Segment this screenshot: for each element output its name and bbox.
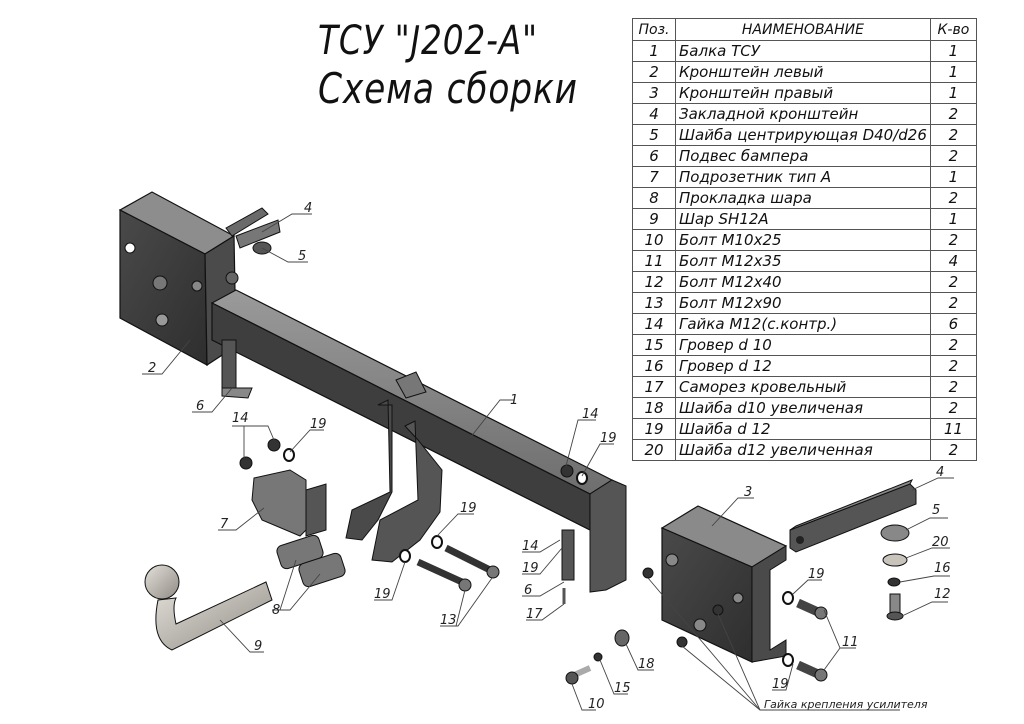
row-pos: 17 [632,376,676,398]
callout-19-plates: 19 [460,501,477,516]
callout-6-left: 6 [196,399,204,414]
callout-4-left: 4 [304,201,312,216]
header-pos: Поз. [632,18,676,41]
drawing-title: ТСУ "J202-A" [318,18,538,64]
row-name: Подвес бампера [675,145,931,167]
callout-9: 9 [254,639,262,654]
callout-17: 17 [526,607,543,622]
row-qty: 2 [929,229,977,251]
insert-bracket-part-4 [789,479,917,553]
callout-8: 8 [272,603,280,618]
hardware-parts [239,438,910,685]
callout-14-beam: 14 [582,407,599,422]
callout-labels: 1 2 3 4 4 5 5 6 6 7 8 9 10 11 12 13 14 1… [148,201,951,712]
row-name: Шайба центрирующая D40/d26 [675,124,931,146]
table-header-row: Поз. НАИМЕНОВАНИЕ К-во [632,18,977,41]
ball-spacers-part-8 [276,534,346,588]
callout-3: 3 [744,485,752,500]
row-name: Шайба d12 увеличенная [675,439,931,461]
row-qty: 6 [929,313,977,335]
row-name: Гровер d 12 [675,355,931,377]
row-name: Саморез кровельный [675,376,931,398]
callout-6-right: 6 [524,583,532,598]
insert-bracket-top [225,207,281,255]
row-name: Болт М10х25 [675,229,931,251]
callout-14-right: 14 [522,539,539,554]
callout-18: 18 [638,657,655,672]
row-pos: 10 [632,229,676,251]
drawing-subtitle: Схема сборки [318,64,578,113]
row-pos: 12 [632,271,676,293]
callout-10: 10 [588,697,605,712]
callout-12: 12 [934,587,951,602]
callout-4-right: 4 [936,465,944,480]
callout-20: 20 [932,535,949,550]
callout-1: 1 [510,393,518,408]
callout-13: 13 [440,613,457,628]
callout-19-beam: 19 [600,431,617,446]
row-name: Шайба d 12 [675,418,931,440]
row-name: Шайба d10 увеличеная [675,397,931,419]
socket-plate-part-7 [251,469,327,537]
row-pos: 14 [632,313,676,335]
callout-14-left: 14 [232,411,249,426]
callout-11: 11 [842,635,859,650]
row-name: Закладной кронштейн [675,103,931,125]
callout-16: 16 [934,561,951,576]
row-qty: 2 [929,439,977,461]
callout-19-bottom: 19 [772,677,789,692]
row-pos: 11 [632,250,676,272]
callout-19-right: 19 [522,561,539,576]
row-pos: 19 [632,418,676,440]
callout-7: 7 [220,517,229,532]
ball-mount-plates [221,339,627,593]
callout-15: 15 [614,681,631,696]
row-name: Шар SH12A [675,208,931,230]
row-pos: 18 [632,397,676,419]
callout-5-left: 5 [298,249,306,264]
callout-19-left: 19 [310,417,327,432]
callout-19-bracket: 19 [808,567,825,582]
row-name: Кронштейн левый [675,61,931,83]
callout-19-lower: 19 [374,587,391,602]
row-qty: 2 [929,124,977,146]
row-pos: 20 [632,439,676,461]
right-bracket-part-3 [660,505,788,663]
row-pos: 1 [632,40,676,62]
leader-lines [142,213,954,711]
tow-ball-part-9 [144,564,273,651]
nut-note-label: Гайка крепления усилителя [764,698,928,711]
callout-5-right: 5 [932,503,940,518]
row-pos: 6 [632,145,676,167]
callout-2: 2 [148,361,156,376]
